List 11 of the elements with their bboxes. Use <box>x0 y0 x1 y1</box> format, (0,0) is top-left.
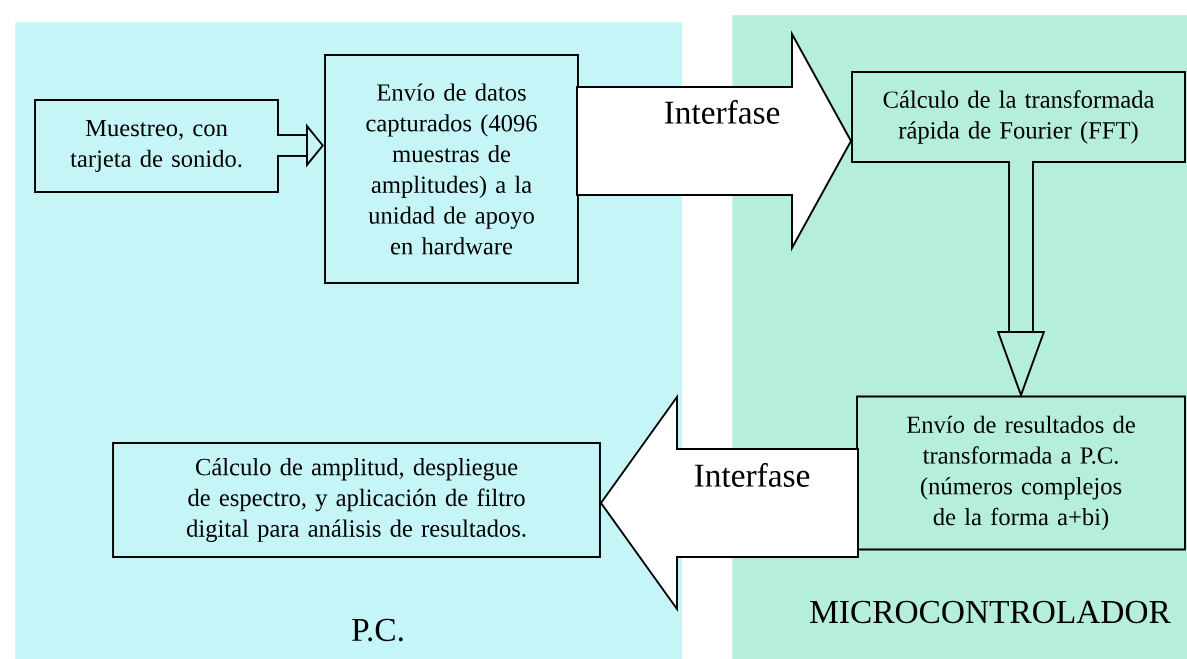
process-box: Muestreo, con tarjeta de sonido. <box>34 99 279 193</box>
panel-title: P.C. <box>352 618 403 642</box>
panel-title: MICROCONTROLADOR <box>810 600 1171 624</box>
process-box: Envío de datos capturados (4096 muestras de amplitudes) a la unidad de apoyo en hardware <box>324 54 579 284</box>
block-arrow <box>576 30 853 252</box>
process-box: Cálculo de la transformada rápida de Fourier (FFT) <box>851 71 1186 163</box>
edge-label: Interfase <box>691 461 813 489</box>
edge-label: Interfase <box>661 98 783 126</box>
block-arrow <box>599 394 859 612</box>
process-box: Cálculo de amplitud, despliegue de espectro, y aplicación de filtro digital para análisis de resultados. <box>112 442 601 558</box>
process-box: Envío de resultados de transformada a P.C. (números complejos de la forma a+bi) <box>856 395 1186 551</box>
